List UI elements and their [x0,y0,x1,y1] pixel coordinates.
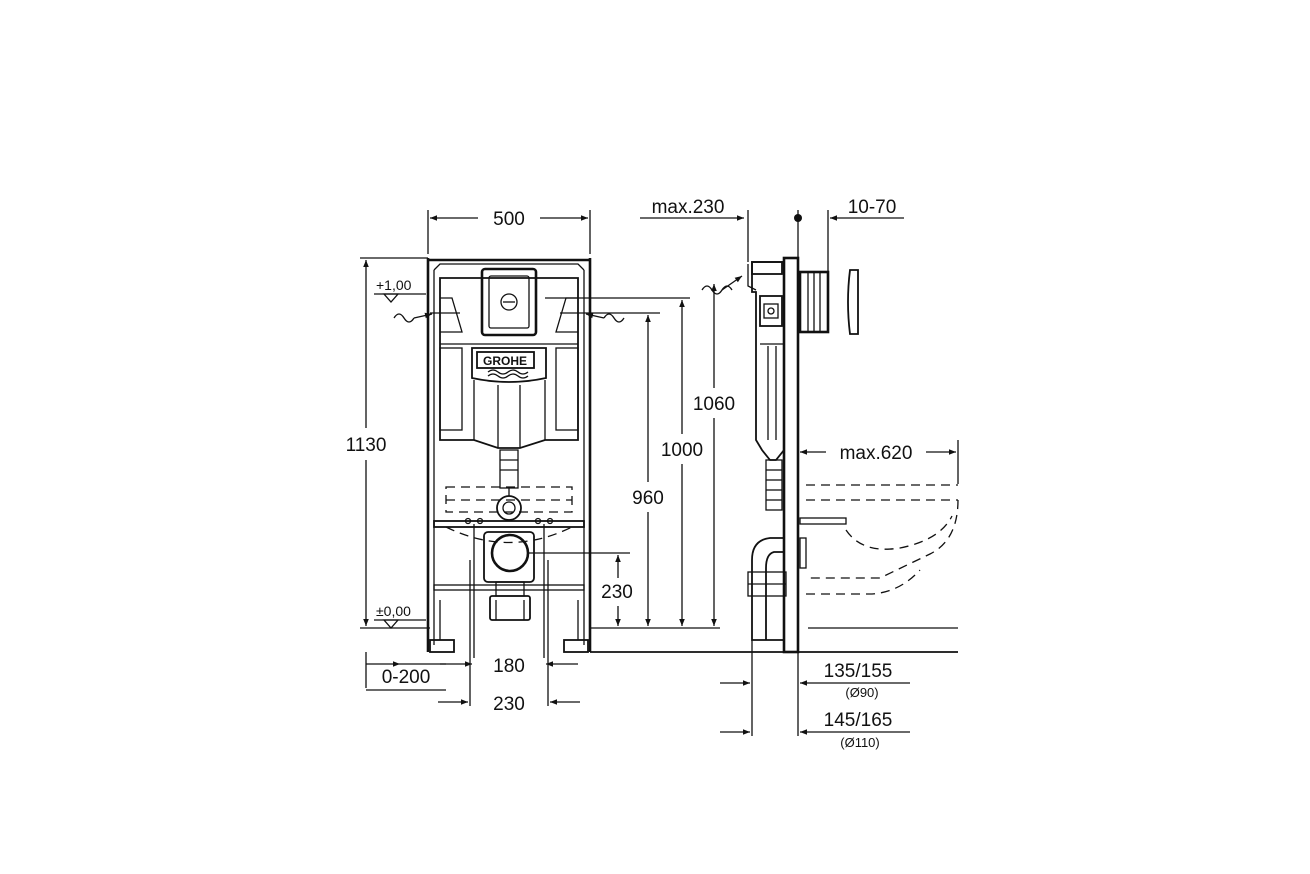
label-wall-adjust: 10-70 [848,197,897,218]
label-outlet-90-dia: (Ø90) [845,685,878,700]
label-230-horizontal: 230 [493,694,525,715]
level-bottom: ±0,00 [376,603,411,619]
label-outlet-90: 135/155 [824,661,893,682]
label-total-height: 1130 [346,435,387,456]
label-max-depth: max.230 [652,197,725,218]
label-outlet-110: 145/165 [824,710,893,731]
label-1060: 1060 [693,394,735,415]
dim-wall-adjust [794,210,904,272]
dim-max-depth [640,210,749,262]
grohe-logo: GROHE [483,354,527,368]
label-outlet-110-dia: (Ø110) [840,735,880,750]
dim-width [427,210,591,254]
water-inlets [393,297,690,323]
label-max-projection: max.620 [840,443,913,464]
dim-outlet-90 [720,640,910,736]
wc-outline-front [445,486,573,544]
flush-pipe [496,449,522,521]
dim-foot-adjust [365,652,446,691]
label-width: 500 [493,209,525,230]
outlet-pipe-front [483,531,630,621]
wc-outline-side [806,484,959,595]
label-180: 180 [493,656,525,677]
label-960: 960 [632,488,664,509]
front-view-frame [426,258,592,706]
label-230-vertical: 230 [601,582,633,603]
level-markers [360,257,428,629]
side-view-frame [747,256,859,654]
label-foot-adjust: 0-200 [382,667,431,688]
label-1000: 1000 [661,440,703,461]
floor-lines [360,627,958,653]
cistern [439,267,579,449]
dim-max-projection [800,440,959,484]
level-top: +1,00 [376,277,412,293]
